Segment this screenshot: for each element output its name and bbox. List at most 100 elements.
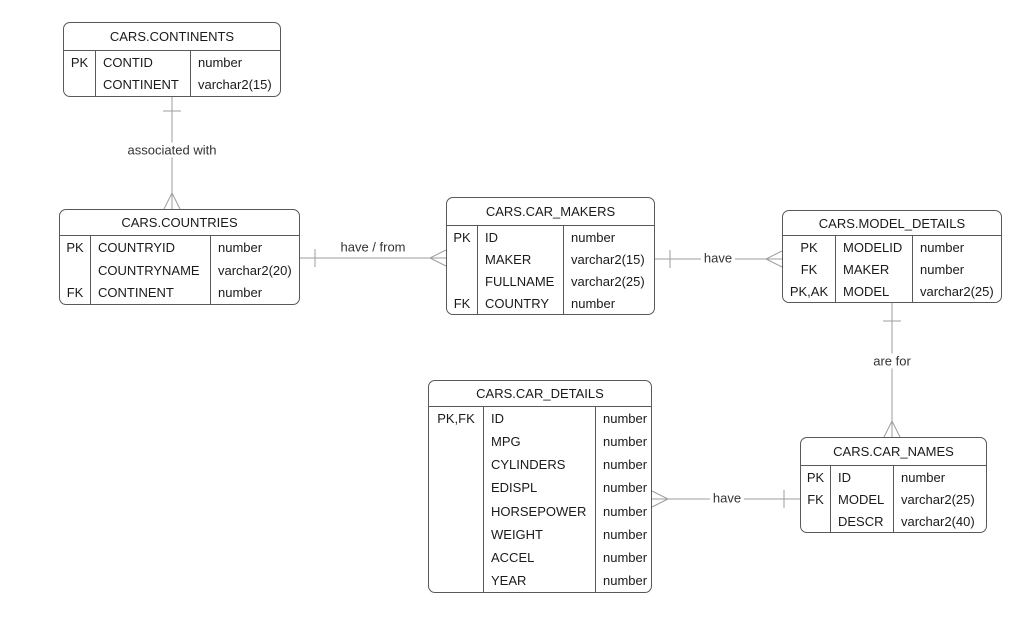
key-cell: PK,AK (789, 283, 829, 299)
field-cell: MODEL (838, 491, 885, 507)
type-cell: varchar2(20) (218, 262, 292, 278)
field-cell: ID (485, 229, 498, 245)
type-cell: varchar2(25) (901, 491, 975, 507)
key-column: PK,FK (429, 407, 484, 592)
key-cell: FK (66, 285, 84, 301)
relationship-label[interactable]: have (709, 490, 745, 506)
name-column: MODELID MAKER MODEL (836, 236, 913, 302)
field-cell: ID (491, 411, 504, 427)
key-cell (429, 523, 483, 546)
field-cell: MPG (491, 434, 521, 450)
key-cell: PK (800, 239, 818, 255)
field-cell: CONTID (103, 54, 153, 70)
relationship-label[interactable]: are for (870, 353, 914, 369)
key-cell (429, 453, 483, 476)
type-cell: varchar2(15) (571, 251, 645, 267)
type-cell: number (603, 549, 648, 565)
type-cell: varchar2(40) (901, 513, 975, 529)
crows-foot-many (764, 250, 783, 268)
field-cell: MODELID (843, 239, 903, 255)
type-cell: number (571, 229, 616, 245)
crows-foot-many (651, 490, 670, 508)
type-cell: number (218, 285, 263, 301)
key-cell (429, 430, 483, 453)
field-cell: YEAR (491, 572, 527, 588)
key-column: PK (64, 51, 96, 96)
field-cell: COUNTRYNAME (98, 262, 200, 278)
field-cell: ACCEL (491, 549, 535, 565)
key-cell (801, 510, 830, 532)
key-cell (60, 259, 90, 282)
field-cell: COUNTRY (485, 295, 550, 311)
type-cell: varchar2(15) (198, 77, 272, 93)
type-cell: number (603, 503, 648, 519)
key-cell: PK (70, 54, 89, 70)
type-column: number varchar2(15) (191, 51, 280, 96)
type-cell: number (198, 54, 243, 70)
field-cell: CYLINDERS (491, 457, 566, 473)
type-cell: number (218, 239, 263, 255)
type-cell: number (603, 480, 648, 496)
type-cell: number (603, 434, 648, 450)
key-cell: PK (806, 469, 825, 485)
key-cell: PK (66, 239, 84, 255)
key-cell (64, 74, 95, 97)
table-title: CARS.CONTINENTS (64, 23, 280, 51)
relationship-countries-car-makers[interactable] (300, 249, 447, 267)
relationship-model-details-car-names[interactable] (883, 303, 901, 438)
key-cell: FK (807, 491, 824, 507)
table-title: CARS.COUNTRIES (60, 210, 299, 236)
key-cell (429, 500, 483, 523)
type-cell: number (571, 295, 616, 311)
type-column: number varchar2(20) number (211, 236, 299, 304)
relationship-label[interactable]: associated with (124, 142, 220, 158)
type-cell: number (603, 572, 648, 588)
crows-foot-many (883, 419, 901, 438)
table-title: CARS.CAR_NAMES (801, 438, 986, 466)
key-cell (429, 546, 483, 569)
key-cell (447, 248, 477, 270)
key-cell: PK,FK (437, 411, 475, 427)
field-cell: FULLNAME (485, 273, 555, 289)
field-cell: MODEL (843, 283, 890, 299)
type-cell: number (901, 469, 946, 485)
key-column: PK FK (60, 236, 91, 304)
type-cell: number (920, 261, 965, 277)
type-column: number varchar2(25) varchar2(40) (894, 466, 986, 532)
table-title: CARS.CAR_MAKERS (447, 198, 654, 226)
field-cell: MAKER (843, 261, 890, 277)
field-cell: HORSEPOWER (491, 503, 587, 519)
key-cell (447, 270, 477, 292)
relationship-label[interactable]: have (700, 250, 736, 266)
key-column: PK FK (801, 466, 831, 532)
type-cell: varchar2(25) (920, 283, 994, 299)
key-cell (429, 569, 483, 592)
table-title: CARS.CAR_DETAILS (429, 381, 651, 407)
crows-foot-many (428, 249, 447, 267)
key-cell: PK (453, 229, 471, 245)
crows-foot-many (163, 191, 181, 210)
field-cell: ID (838, 469, 851, 485)
relationship-label[interactable]: have / from (337, 239, 409, 255)
